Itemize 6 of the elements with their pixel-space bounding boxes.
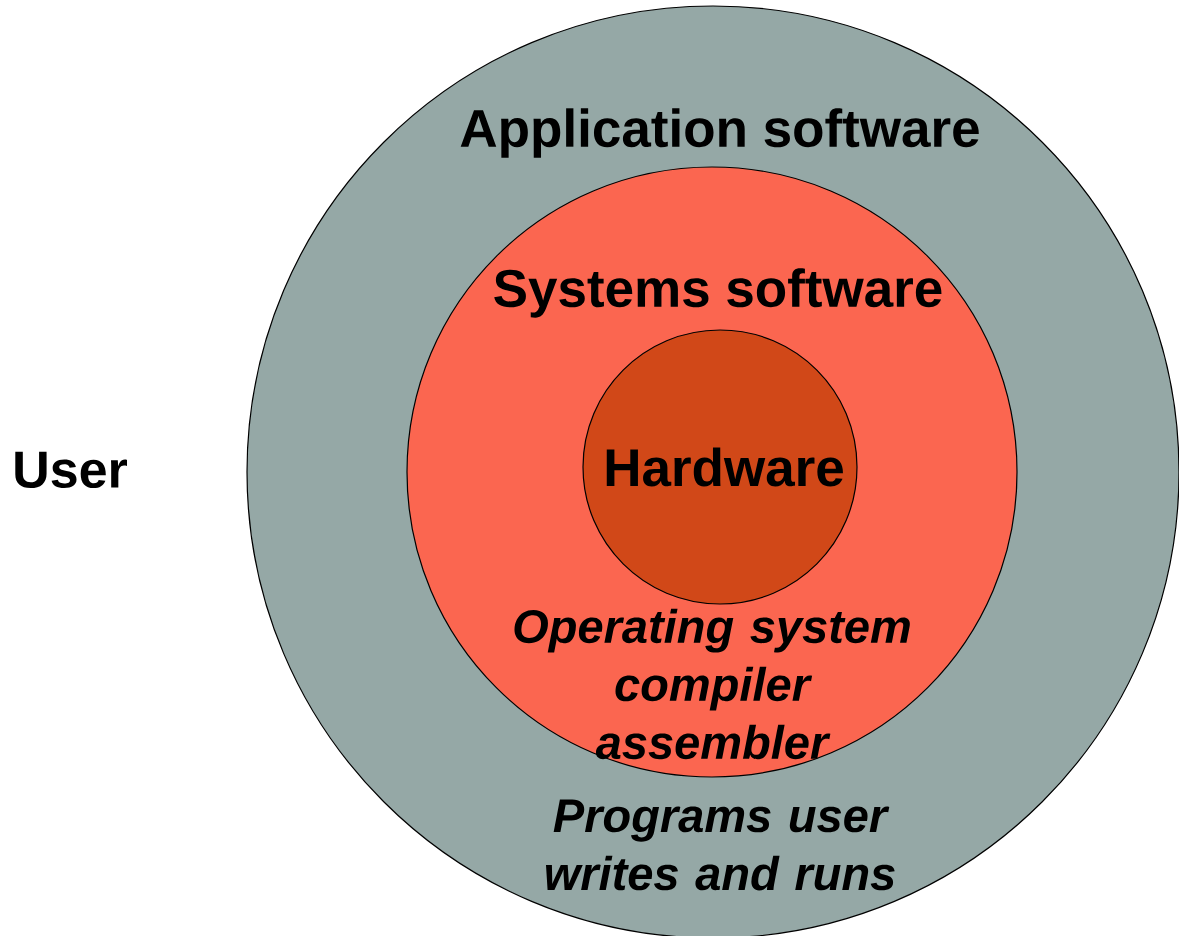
heading: Hardware bbox=[606, 447, 843, 487]
heading: Application software bbox=[460, 108, 979, 158]
description: Operating system compiler assembler bbox=[514, 608, 910, 760]
label: User bbox=[15, 451, 127, 489]
heading: Systems software bbox=[494, 268, 942, 318]
description: Programs user writes and runs bbox=[546, 799, 895, 891]
